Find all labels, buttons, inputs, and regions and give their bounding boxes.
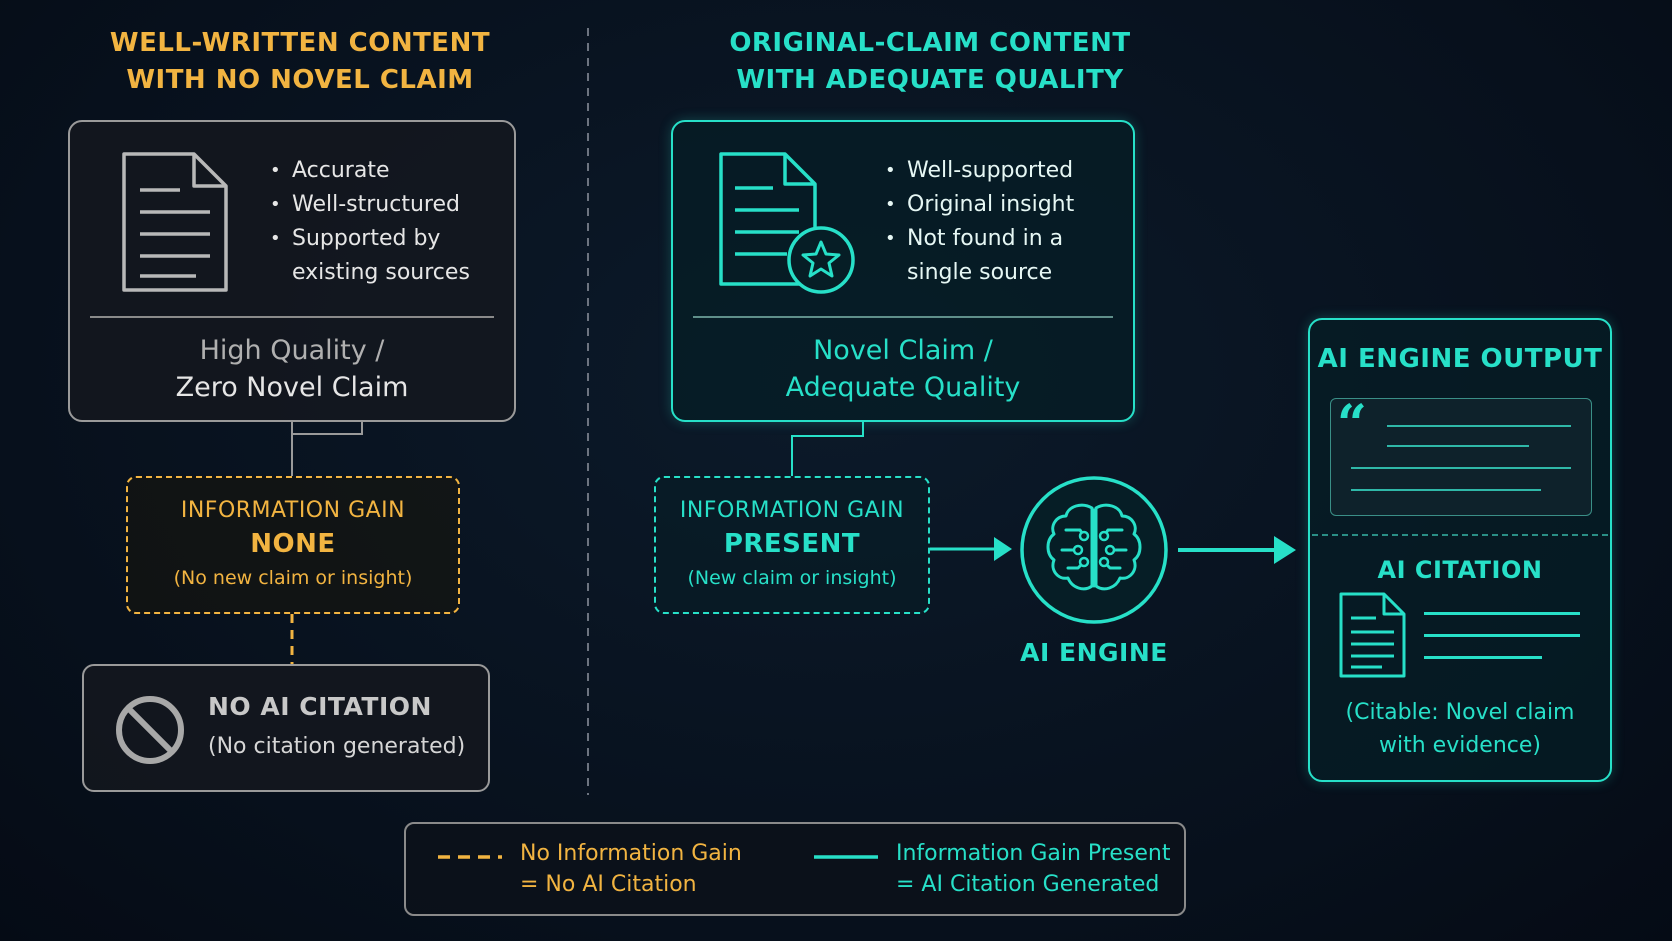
- left-content-card: Accurate Well-structured Supported byexi…: [68, 120, 516, 422]
- left-heading: WELL-WRITTEN CONTENT WITH NO NOVEL CLAIM: [80, 25, 520, 99]
- left-gain-note: (No new claim or insight): [173, 567, 413, 589]
- citation-line: [1424, 634, 1580, 637]
- right-bullet-list: Well-supported Original insight Not foun…: [885, 154, 1125, 290]
- quote-line: [1387, 445, 1529, 447]
- legend-solid-line2: = AI Citation Generated: [896, 872, 1160, 897]
- brain-circuit-icon: [1020, 476, 1168, 624]
- right-footer-line2: Adequate Quality: [785, 372, 1021, 403]
- center-divider: [587, 28, 589, 795]
- ai-engine-label: AI ENGINE: [1020, 638, 1168, 667]
- right-card-footer: Novel Claim / Adequate Quality: [673, 332, 1133, 406]
- citation-note-line2: with evidence): [1379, 733, 1541, 758]
- right-heading: ORIGINAL-CLAIM CONTENT WITH ADEQUATE QUA…: [700, 25, 1160, 99]
- right-content-card: Well-supported Original insight Not foun…: [671, 120, 1135, 422]
- output-title: AI ENGINE OUTPUT: [1317, 344, 1603, 374]
- dashed-line-swatch: [438, 855, 502, 859]
- document-star-icon: [719, 152, 855, 294]
- citation-line: [1424, 612, 1580, 615]
- solid-line-swatch: [814, 855, 878, 859]
- legend-dashed-line2: = No AI Citation: [520, 872, 697, 897]
- no-citation-title: NO AI CITATION: [208, 692, 432, 721]
- prohibited-icon: [116, 696, 184, 764]
- left-footer-line1: High Quality /: [199, 335, 385, 366]
- right-heading-line1: ORIGINAL-CLAIM CONTENT: [729, 28, 1131, 58]
- left-card-divider: [90, 316, 494, 318]
- document-icon: [122, 152, 228, 292]
- quote-icon: “: [1337, 394, 1367, 455]
- citation-line: [1424, 656, 1542, 659]
- left-gain-title: INFORMATION GAIN: [180, 498, 406, 523]
- legend-dashed-text: No Information Gain = No AI Citation: [520, 838, 742, 900]
- ai-engine-output-panel: AI ENGINE OUTPUT “ AI CITATION (Citable:…: [1308, 318, 1612, 782]
- right-heading-line2: WITH ADEQUATE QUALITY: [736, 65, 1124, 95]
- right-bullet: Original insight: [885, 188, 1125, 222]
- left-card-footer: High Quality / Zero Novel Claim: [70, 332, 514, 406]
- right-gain-note: (New claim or insight): [687, 567, 897, 589]
- left-gain-value: NONE: [250, 529, 336, 559]
- legend-solid-text: Information Gain Present = AI Citation G…: [896, 838, 1170, 900]
- left-bullet: Well-structured: [270, 188, 510, 222]
- right-footer-line1: Novel Claim /: [813, 335, 993, 366]
- legend-dashed-line1: No Information Gain: [520, 841, 742, 866]
- left-bullet: Accurate: [270, 154, 510, 188]
- right-card-divider: [693, 316, 1113, 318]
- left-information-gain-box: INFORMATION GAIN NONE (No new claim or i…: [126, 476, 460, 614]
- legend-solid-line1: Information Gain Present: [896, 841, 1171, 866]
- legend: No Information Gain = No AI Citation Inf…: [404, 822, 1186, 916]
- left-heading-line1: WELL-WRITTEN CONTENT: [109, 28, 491, 58]
- right-gain-title: INFORMATION GAIN: [679, 498, 905, 523]
- right-bullet: Well-supported: [885, 154, 1125, 188]
- left-bullet-list: Accurate Well-structured Supported byexi…: [270, 154, 510, 290]
- citation-document-icon: [1339, 592, 1406, 678]
- citation-title: AI CITATION: [1377, 556, 1543, 584]
- quote-line: [1387, 425, 1571, 427]
- no-citation-note: (No citation generated): [208, 734, 466, 759]
- left-heading-line2: WITH NO NOVEL CLAIM: [126, 65, 474, 95]
- right-gain-value: PRESENT: [723, 529, 861, 559]
- quote-line: [1351, 467, 1571, 469]
- citation-note-line1: (Citable: Novel claim: [1345, 700, 1575, 725]
- no-citation-box: NO AI CITATION (No citation generated): [82, 664, 490, 792]
- citation-note: (Citable: Novel claim with evidence): [1310, 696, 1610, 762]
- quote-line: [1351, 489, 1541, 491]
- left-footer-line2: Zero Novel Claim: [175, 372, 409, 403]
- output-divider: [1312, 534, 1608, 536]
- right-information-gain-box: INFORMATION GAIN PRESENT (New claim or i…: [654, 476, 930, 614]
- quote-card: “: [1330, 394, 1592, 516]
